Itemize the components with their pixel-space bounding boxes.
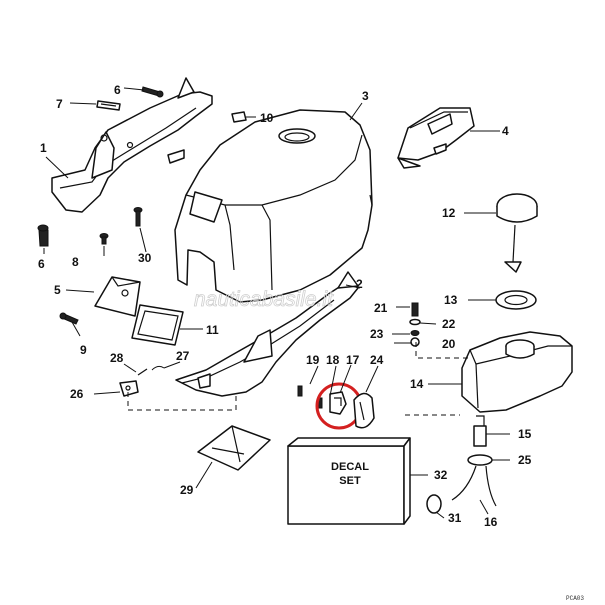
part-10-grommet[interactable] xyxy=(231,111,247,123)
label-11: 11 xyxy=(206,323,219,337)
label-32: 32 xyxy=(434,468,448,482)
part-12-fuel-cap[interactable] xyxy=(496,193,538,273)
label-29: 29 xyxy=(180,483,194,497)
label-27: 27 xyxy=(176,349,190,363)
part-29-sheet[interactable] xyxy=(197,425,271,471)
part-4-hinge[interactable] xyxy=(397,107,475,169)
decal-box-line1: DECAL xyxy=(331,461,369,473)
part-14-fuel-tank[interactable] xyxy=(461,331,573,413)
part-23-nut[interactable] xyxy=(410,330,420,336)
label-21: 21 xyxy=(374,301,388,315)
label-18: 18 xyxy=(326,353,340,367)
label-5: 5 xyxy=(54,283,61,297)
decal-box-line2: SET xyxy=(339,475,361,487)
label-9: 9 xyxy=(80,343,87,357)
label-13: 13 xyxy=(444,293,458,307)
label-15: 15 xyxy=(518,427,532,441)
figure-code: PCA03 xyxy=(566,595,584,602)
label-16: 16 xyxy=(484,515,498,529)
part-15-fitting[interactable] xyxy=(473,415,487,447)
part-21-screw[interactable] xyxy=(411,302,419,317)
label-1: 1 xyxy=(40,141,47,155)
part-labels: 1 2 3 4 5 6 6 7 8 9 10 11 12 13 14 15 16… xyxy=(38,83,532,529)
label-25: 25 xyxy=(518,453,532,467)
part-6-screw-top[interactable] xyxy=(141,86,164,98)
part-32-decal-set[interactable]: DECAL SET xyxy=(287,437,411,525)
label-6-top: 6 xyxy=(114,83,121,97)
part-7-plate[interactable] xyxy=(96,100,121,111)
label-7: 7 xyxy=(56,97,63,111)
label-3: 3 xyxy=(362,89,369,103)
part-13-gasket[interactable] xyxy=(495,290,537,310)
part-31-clip[interactable] xyxy=(426,494,442,514)
watermark: nauticabasile.it xyxy=(194,288,334,311)
part-6-screw-side[interactable] xyxy=(37,224,49,247)
label-22: 22 xyxy=(442,317,456,331)
part-22-washer[interactable] xyxy=(409,318,421,326)
part-28-screw[interactable] xyxy=(137,368,148,376)
label-24: 24 xyxy=(370,353,384,367)
label-28: 28 xyxy=(110,351,124,365)
part-2-lower-cover-right[interactable] xyxy=(175,271,359,397)
label-19: 19 xyxy=(306,353,320,367)
part-25-clamp[interactable] xyxy=(467,454,493,466)
label-12: 12 xyxy=(442,206,456,220)
label-10: 10 xyxy=(260,111,274,125)
label-2: 2 xyxy=(356,277,363,291)
label-6-side: 6 xyxy=(38,257,45,271)
part-9-screw[interactable] xyxy=(59,312,79,325)
label-8: 8 xyxy=(72,255,79,269)
part-24-latch-cover[interactable] xyxy=(353,392,375,429)
label-26: 26 xyxy=(70,387,84,401)
part-19-screw[interactable] xyxy=(297,385,303,397)
label-14: 14 xyxy=(410,377,424,391)
label-20: 20 xyxy=(442,337,456,351)
part-1-lower-cover-left[interactable] xyxy=(51,77,213,213)
leader-lines xyxy=(43,87,510,519)
part-3-motor-cover[interactable] xyxy=(174,109,373,303)
label-4: 4 xyxy=(502,124,509,138)
label-30: 30 xyxy=(138,251,152,265)
part-17-latch[interactable] xyxy=(329,391,347,415)
label-17: 17 xyxy=(346,353,360,367)
part-8-screw[interactable] xyxy=(99,233,109,245)
part-5-bracket[interactable] xyxy=(94,276,141,317)
alignment-lines xyxy=(127,342,468,416)
label-31: 31 xyxy=(448,511,462,525)
part-11-seal[interactable] xyxy=(131,304,184,346)
part-20-grommet[interactable] xyxy=(410,337,420,347)
label-23: 23 xyxy=(370,327,384,341)
part-27-spring[interactable] xyxy=(151,365,165,371)
part-26-clip[interactable] xyxy=(119,380,139,397)
part-30-screw[interactable] xyxy=(133,207,143,227)
part-16-hose[interactable] xyxy=(451,465,497,507)
